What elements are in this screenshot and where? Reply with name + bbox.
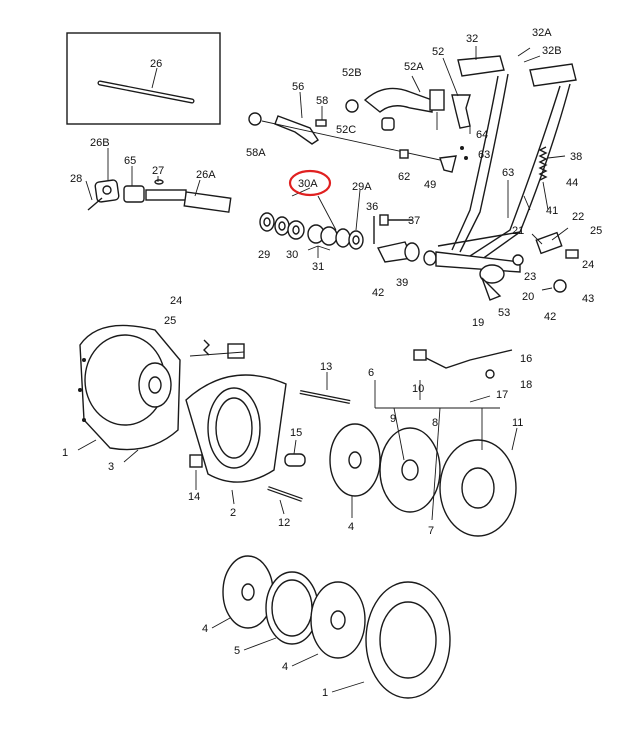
label-4c: 4 (282, 661, 288, 673)
label-63b: 63 (502, 167, 514, 179)
label-26b: 26B (90, 137, 110, 149)
label-62: 62 (398, 171, 410, 183)
label-10: 10 (412, 383, 424, 395)
pedal-arms (437, 46, 577, 263)
label-32a: 32A (532, 27, 552, 39)
label-38: 38 (570, 151, 582, 163)
label-3: 3 (108, 461, 114, 473)
washer-stack (259, 187, 412, 258)
label-1b: 1 (322, 687, 328, 699)
label-43: 43 (582, 293, 594, 305)
label-26a: 26A (196, 169, 216, 181)
lower-disc-stack (211, 555, 451, 699)
highlight-circle (288, 169, 332, 197)
label-8: 8 (432, 417, 438, 429)
label-26: 26 (150, 58, 162, 70)
label-42a: 42 (372, 287, 384, 299)
label-25b: 25 (164, 315, 176, 327)
label-15: 15 (290, 427, 302, 439)
label-21: 21 (512, 225, 524, 237)
part-labels: 26 26B 65 27 26A 28 56 58 58A 52B 52A 52… (62, 27, 602, 699)
label-52a: 52A (404, 61, 424, 73)
label-20: 20 (522, 291, 534, 303)
label-29: 29 (258, 249, 270, 261)
label-7: 7 (428, 525, 434, 537)
label-9: 9 (390, 413, 396, 425)
label-32: 32 (466, 33, 478, 45)
label-14: 14 (188, 491, 200, 503)
label-6: 6 (368, 367, 374, 379)
label-44: 44 (566, 177, 578, 189)
label-52c: 52C (336, 124, 356, 136)
upper-lever-assembly (248, 91, 441, 161)
label-52b: 52B (342, 67, 362, 79)
label-63a: 63 (478, 149, 490, 161)
label-53: 53 (498, 307, 510, 319)
label-24a: 24 (582, 259, 594, 271)
label-4a: 4 (348, 521, 354, 533)
label-32b: 32B (542, 45, 562, 57)
label-65: 65 (124, 155, 136, 167)
label-16: 16 (520, 353, 532, 365)
label-41: 41 (546, 205, 558, 217)
inset-box (66, 32, 221, 125)
label-23: 23 (524, 271, 536, 283)
label-37: 37 (408, 215, 420, 227)
label-49: 49 (424, 179, 436, 191)
label-18: 18 (520, 379, 532, 391)
label-24b: 24 (170, 295, 182, 307)
label-2: 2 (230, 507, 236, 519)
backing-plate-assembly (185, 372, 351, 515)
label-56: 56 (292, 81, 304, 93)
shaft-assembly (85, 148, 232, 213)
label-52: 52 (432, 46, 444, 58)
brake-disc-assembly (329, 349, 518, 537)
label-36: 36 (366, 201, 378, 213)
label-64: 64 (476, 129, 488, 141)
label-19: 19 (472, 317, 484, 329)
label-13: 13 (320, 361, 332, 373)
label-12: 12 (278, 517, 290, 529)
label-17: 17 (496, 389, 508, 401)
label-1a: 1 (62, 447, 68, 459)
label-31: 31 (312, 261, 324, 273)
label-29a: 29A (352, 181, 372, 193)
label-5: 5 (234, 645, 240, 657)
label-11: 11 (512, 417, 523, 429)
housing-assembly (77, 324, 245, 463)
spring-and-pins (399, 146, 549, 218)
cross-shaft-assembly (376, 227, 579, 301)
bracket-assembly (345, 57, 471, 134)
label-39: 39 (396, 277, 408, 289)
label-58: 58 (316, 95, 328, 107)
label-30a: 30A (298, 178, 318, 190)
label-30: 30 (286, 249, 298, 261)
label-4b: 4 (202, 623, 208, 635)
label-25a: 25 (590, 225, 602, 237)
label-28: 28 (70, 173, 82, 185)
label-58a: 58A (246, 147, 266, 159)
label-42b: 42 (544, 311, 556, 323)
label-27: 27 (152, 165, 164, 177)
label-22: 22 (572, 211, 584, 223)
